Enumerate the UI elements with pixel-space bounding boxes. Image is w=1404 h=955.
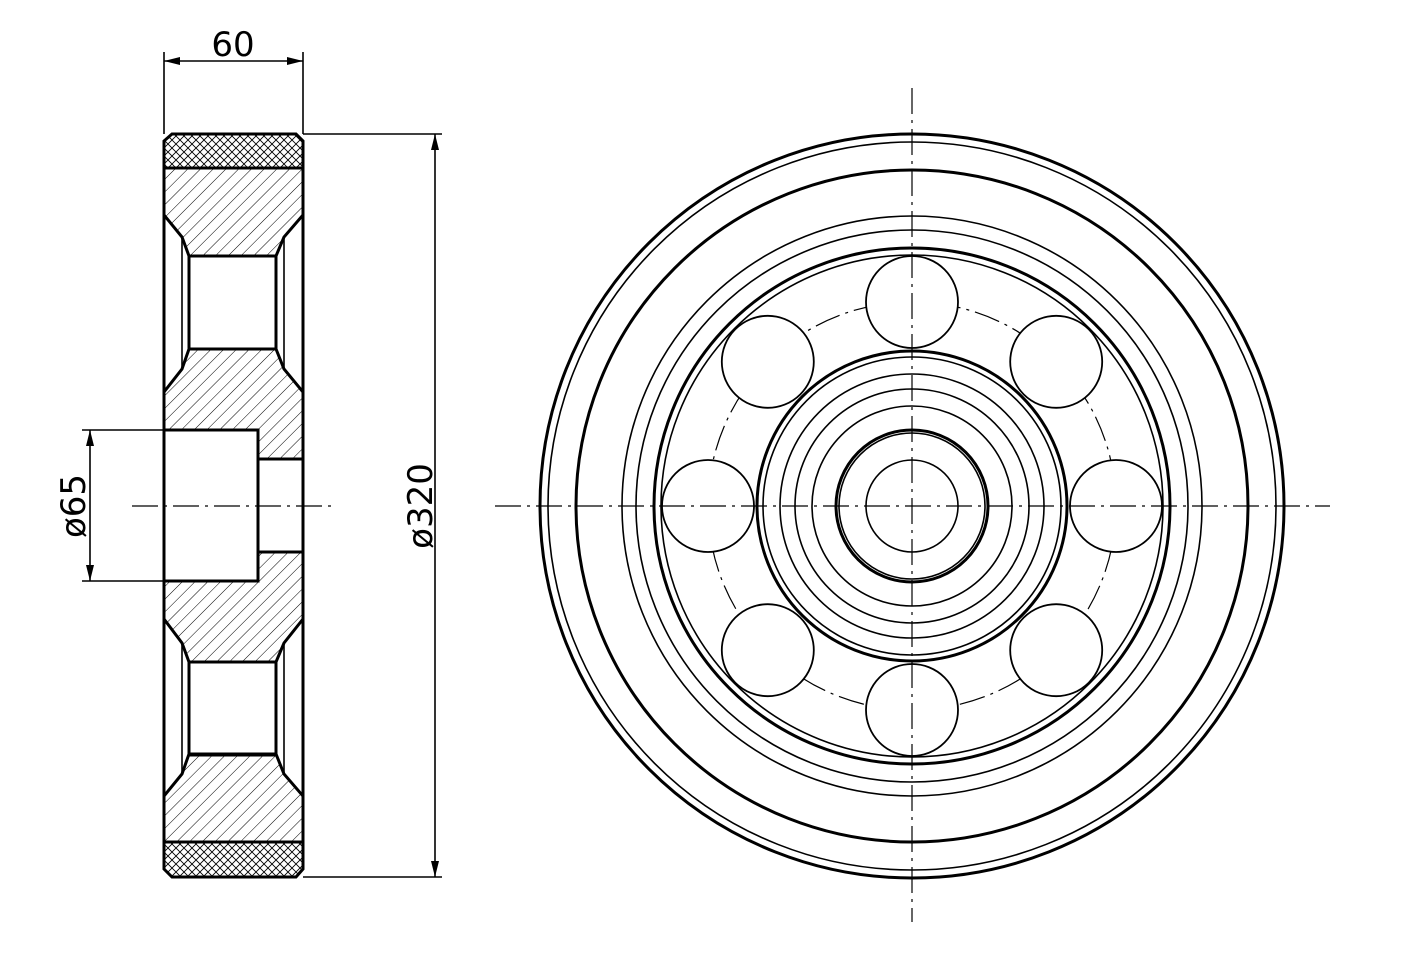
dimension-bore: ø65: [54, 429, 164, 582]
side-section-view: [132, 132, 335, 879]
tyre-section-bottom: [162, 840, 305, 879]
bearing-ball: [720, 603, 815, 698]
rim-section-top: [162, 166, 305, 258]
outer-diameter-label: ø320: [401, 463, 441, 549]
tyre-section-top: [162, 132, 305, 170]
rim-section-bottom: [162, 752, 305, 844]
dimension-width: 60: [163, 25, 304, 134]
bore-dimension-label: ø65: [54, 474, 94, 538]
front-view: [495, 88, 1330, 922]
bearing-ball: [720, 314, 815, 409]
hub-section-upper: [162, 347, 305, 461]
hub-section-lower: [162, 550, 305, 664]
dimension-outer-diameter: ø320: [303, 133, 442, 878]
bearing-ball: [1009, 314, 1104, 409]
bearing-window-bottom: [187, 660, 278, 757]
bearing-ball: [1009, 603, 1104, 698]
width-dimension-label: 60: [211, 25, 254, 65]
bearing-window-top: [187, 254, 278, 351]
